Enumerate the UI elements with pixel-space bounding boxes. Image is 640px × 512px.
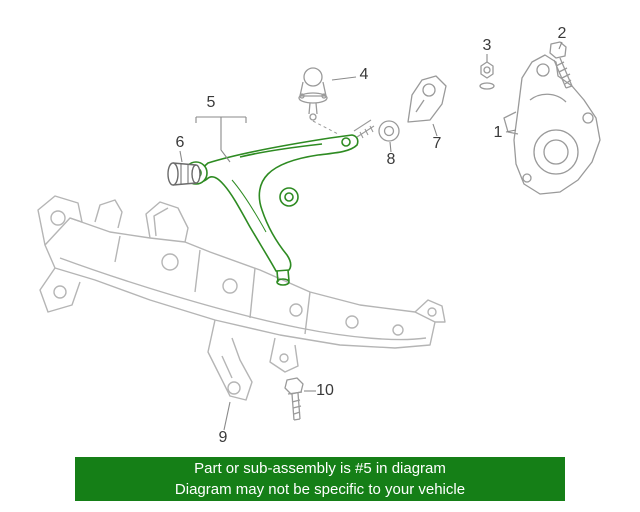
callout-7: 7 <box>432 135 442 152</box>
callout-9: 9 <box>218 429 228 446</box>
nut-3-drawing <box>479 61 495 90</box>
callout-4: 4 <box>359 66 369 83</box>
banner-line-2: Diagram may not be specific to your vehi… <box>174 481 466 498</box>
bushing-8-drawing <box>378 120 400 142</box>
bracket-7-drawing <box>407 75 447 123</box>
callout-8: 8 <box>386 151 396 168</box>
callout-2: 2 <box>557 25 567 42</box>
steering-knuckle-drawing <box>503 54 601 195</box>
parts-diagram <box>37 41 601 431</box>
callout-1: 1 <box>493 124 503 141</box>
bolt-2-drawing <box>549 41 573 89</box>
ball-joint-drawing <box>298 67 339 135</box>
subframe-crossmember-drawing <box>37 195 446 401</box>
bushing-6-drawing <box>167 162 201 186</box>
callout-3: 3 <box>482 37 492 54</box>
callout-6: 6 <box>175 134 185 151</box>
bolt-10-drawing <box>284 377 304 421</box>
control-arm-highlighted <box>184 134 359 286</box>
diagram-info-banner: Part or sub-assembly is #5 in diagram Di… <box>75 457 565 501</box>
callout-10: 10 <box>316 382 334 399</box>
banner-line-1: Part or sub-assembly is #5 in diagram <box>194 460 446 477</box>
callout-5: 5 <box>206 94 216 111</box>
leader-lines <box>179 41 563 431</box>
arm-tip-stud-drawing <box>353 119 375 139</box>
